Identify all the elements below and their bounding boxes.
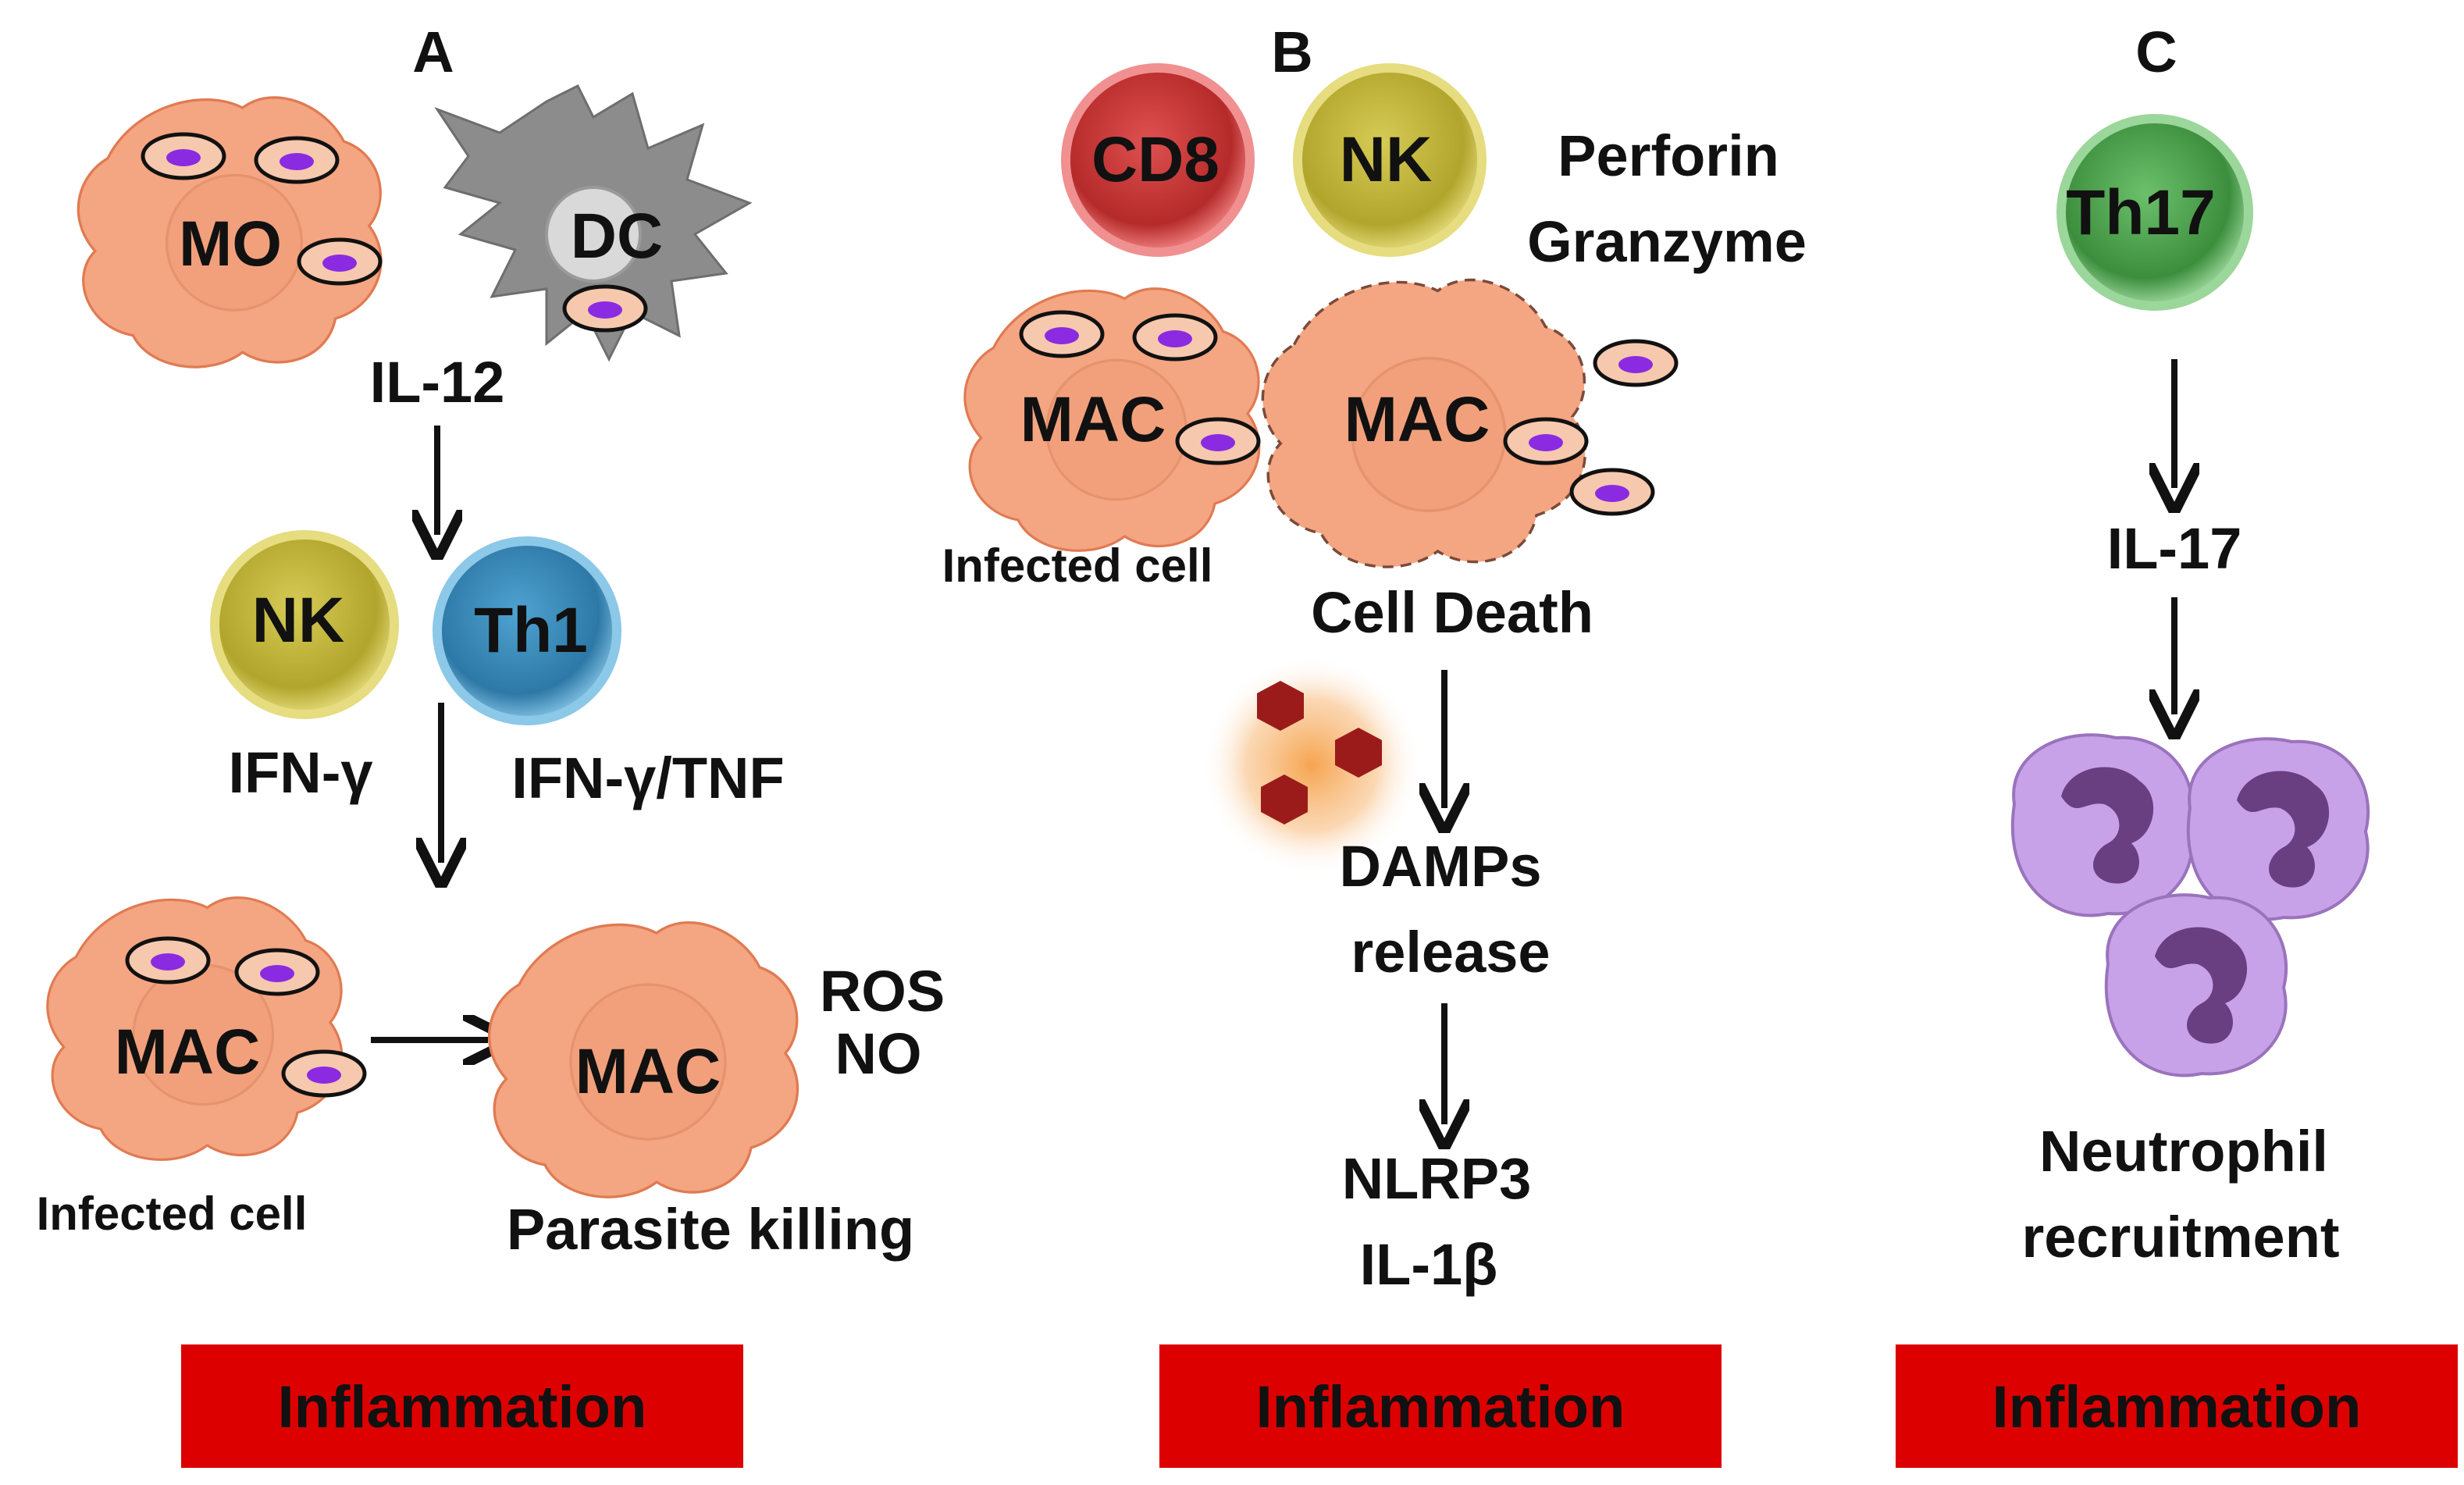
ifn-gamma-label: IFN-γ — [229, 740, 373, 805]
panel-c-title: C — [2135, 20, 2177, 84]
panel-c: C Th17 IL-17 Neutrophil recruitment Infl… — [1896, 20, 2458, 1468]
nk-cell — [210, 530, 399, 719]
inflammation-banner-b-label: Inflammation — [1256, 1374, 1625, 1440]
nk-cell-b — [1293, 63, 1487, 257]
th1-label: Th1 — [474, 595, 588, 666]
cd8-label: CD8 — [1091, 124, 1220, 195]
parasite-icon — [237, 950, 318, 994]
infected-macrophage-b-label: MAC — [1020, 384, 1166, 455]
parasite-icon — [283, 1052, 365, 1095]
th17-cell — [2056, 114, 2253, 311]
activated-macrophage — [487, 921, 799, 1198]
neutrophil-icon — [2010, 733, 2195, 917]
perforin-label: Perforin — [1558, 123, 1779, 188]
nk-label-b: NK — [1340, 124, 1432, 195]
parasite-icon — [1021, 312, 1102, 356]
monocyte-label: MO — [179, 208, 282, 280]
nk-label: NK — [252, 585, 344, 656]
il17-label: IL-17 — [2107, 516, 2242, 581]
ros-label: ROS — [820, 959, 945, 1024]
ifn-gamma-tnf-label: IFN-γ/TNF — [511, 746, 784, 810]
infected-cell-label: Infected cell — [37, 1188, 308, 1240]
infected-cell-b-label: Infected cell — [942, 540, 1213, 592]
parasite-killing-label: Parasite killing — [507, 1197, 914, 1262]
damps-release-label: release — [1351, 920, 1550, 985]
parasite-icon — [127, 938, 208, 982]
activated-macrophage-label: MAC — [575, 1036, 721, 1107]
parasite-icon — [1572, 470, 1653, 514]
panel-a: A MO DC IL-12 NK Th1 IFN-γ IFN-γ/TNF — [37, 20, 945, 1468]
granzyme-label: Granzyme — [1527, 209, 1807, 274]
inflammation-banner-c-label: Inflammation — [1992, 1374, 2362, 1440]
parasite-icon — [143, 134, 224, 178]
nlrp3-label: NLRP3 — [1342, 1146, 1532, 1211]
cell-death-label: Cell Death — [1311, 580, 1593, 645]
dying-macrophage-label: MAC — [1344, 384, 1490, 455]
recruitment-label: recruitment — [2021, 1205, 2339, 1270]
th1-cell — [433, 536, 621, 725]
il12-label: IL-12 — [370, 350, 505, 415]
panel-b-title: B — [1271, 20, 1312, 84]
panel-a-title: A — [412, 20, 454, 84]
cd8-cell — [1061, 63, 1255, 257]
damps-icon — [1202, 656, 1421, 874]
infected-macrophage-label: MAC — [115, 1017, 261, 1088]
inflammation-banner-c — [1896, 1344, 2458, 1468]
dendritic-cell-label: DC — [571, 201, 663, 272]
parasite-icon — [1595, 341, 1676, 385]
no-label: NO — [835, 1021, 922, 1086]
neutrophil-icon — [2104, 893, 2288, 1077]
inflammation-banner-a-label: Inflammation — [278, 1374, 647, 1440]
inflammation-banner-b — [1159, 1344, 1722, 1468]
parasite-icon — [256, 138, 337, 182]
damps-label: DAMPs — [1339, 834, 1541, 899]
neutrophil-icon — [2186, 737, 2370, 921]
parasite-icon — [1505, 419, 1586, 463]
panel-b: B CD8 NK Perforin Granzyme MAC Infected … — [942, 20, 1807, 1468]
inflammation-banner-a — [181, 1344, 743, 1468]
il1b-label: IL-1β — [1360, 1232, 1498, 1297]
neutrophil-label: Neutrophil — [2039, 1119, 2328, 1184]
parasite-icon — [1134, 315, 1216, 359]
parasite-icon — [564, 287, 646, 330]
monocyte-cell — [77, 96, 383, 369]
th17-label: Th17 — [2066, 177, 2215, 248]
parasite-icon — [299, 240, 380, 283]
parasite-icon — [1177, 419, 1259, 463]
